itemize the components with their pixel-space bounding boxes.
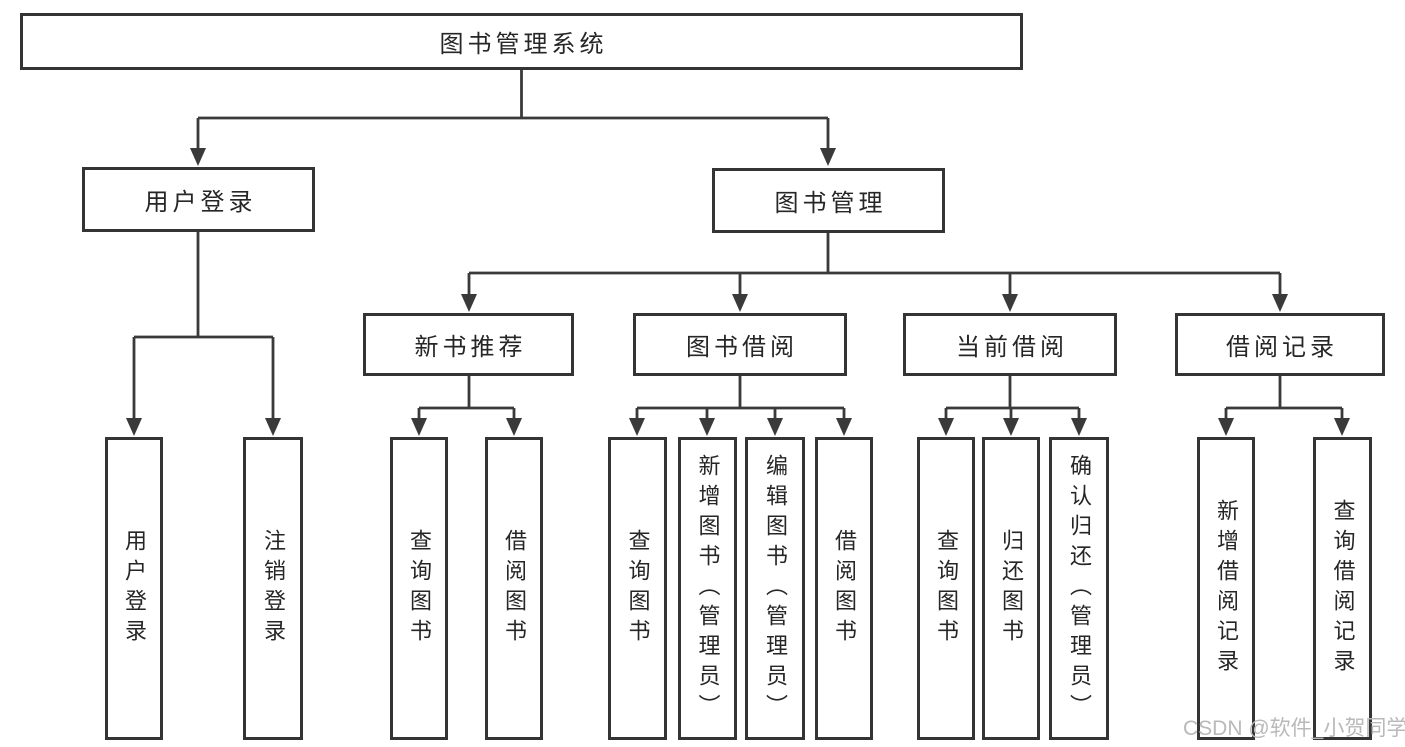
leaf-query-borrow-record: 查询借阅记录 (1313, 437, 1372, 740)
leaf-label: 注销登录 (261, 528, 286, 649)
leaf-label: 借阅图书 (502, 528, 527, 649)
leaf-logout: 注销登录 (243, 437, 303, 740)
node-book-borrowing: 图书借阅 (633, 313, 847, 376)
leaf-confirm-return-admin: 确认归还（管理员） (1049, 437, 1109, 740)
arrowheads (126, 148, 1350, 436)
node-new-book-recommendation: 新书推荐 (363, 313, 574, 376)
leaf-query-books-recommend: 查询图书 (390, 437, 448, 740)
leaf-query-books-current: 查询图书 (917, 437, 975, 740)
leaf-label: 查询借阅记录 (1330, 498, 1356, 679)
leaf-edit-books-admin: 编辑图书（管理员） (745, 437, 805, 740)
leaf-borrow-books-recommend: 借阅图书 (485, 437, 543, 740)
leaf-label: 编辑图书（管理员） (763, 453, 788, 724)
leaf-label: 查询图书 (625, 528, 651, 649)
leaf-add-borrow-record: 新增借阅记录 (1197, 437, 1255, 740)
node-book-management: 图书管理 (712, 168, 945, 233)
leaf-user-login: 用户登录 (105, 437, 163, 740)
node-user-login: 用户登录 (82, 167, 315, 232)
leaf-return-books: 归还图书 (982, 437, 1040, 740)
leaf-borrow-books: 借阅图书 (815, 437, 873, 740)
leaf-label: 查询图书 (407, 528, 432, 649)
leaf-add-books-admin: 新增图书（管理员） (678, 437, 737, 740)
leaf-label: 新增借阅记录 (1214, 498, 1239, 679)
leaf-label: 查询图书 (934, 528, 959, 649)
leaf-label: 归还图书 (999, 528, 1024, 649)
node-root: 图书管理系统 (20, 13, 1023, 70)
leaf-label: 确认归还（管理员） (1067, 453, 1092, 724)
leaf-label: 用户登录 (122, 528, 147, 649)
leaf-label: 借阅图书 (832, 528, 857, 649)
node-current-borrowing: 当前借阅 (903, 313, 1117, 376)
node-borrowing-records: 借阅记录 (1175, 313, 1385, 376)
leaf-label: 新增图书（管理员） (695, 453, 721, 724)
leaf-query-books-borrowing: 查询图书 (608, 437, 667, 740)
csdn-watermark: CSDN @软件_小贺同学 (1183, 717, 1405, 740)
